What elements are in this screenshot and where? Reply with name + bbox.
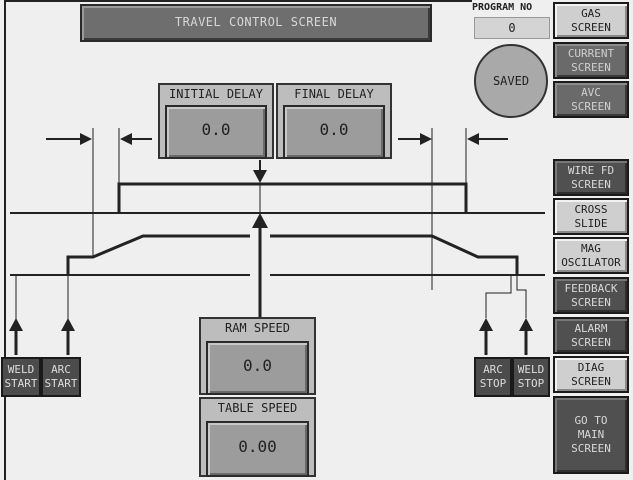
go-to-main-screen-button[interactable]: GO TO MAIN SCREEN <box>553 396 629 474</box>
ram-speed-label: RAM SPEED <box>224 321 291 335</box>
final-delay-value[interactable]: 0.0 <box>283 105 385 159</box>
screen-title-bar: TRAVEL CONTROL SCREEN <box>80 4 432 42</box>
table-speed-label: TABLE SPEED <box>217 401 298 415</box>
ram-speed-value[interactable]: 0.0 <box>206 341 309 395</box>
feedback-screen-button[interactable]: FEEDBACK SCREEN <box>553 277 629 314</box>
weld-start-button[interactable]: WELD START <box>1 357 41 397</box>
gas-screen-button[interactable]: GAS SCREEN <box>553 2 629 39</box>
ram-speed-panel: RAM SPEED 0.0 <box>199 317 316 395</box>
wire-fd-screen-button[interactable]: WIRE FD SCREEN <box>553 159 629 196</box>
weld-stop-button[interactable]: WELD STOP <box>512 357 550 397</box>
program-number-label: PROGRAM NO <box>472 2 533 13</box>
arc-stop-button[interactable]: ARC STOP <box>474 357 512 397</box>
screen-title: TRAVEL CONTROL SCREEN <box>174 15 338 29</box>
initial-delay-value[interactable]: 0.0 <box>165 105 267 159</box>
arc-start-button[interactable]: ARC START <box>41 357 81 397</box>
final-delay-panel: FINAL DELAY 0.0 <box>276 83 392 159</box>
table-speed-panel: TABLE SPEED 0.00 <box>199 397 316 477</box>
current-screen-button[interactable]: CURRENT SCREEN <box>553 42 629 79</box>
initial-delay-label: INITIAL DELAY <box>169 87 263 101</box>
alarm-screen-button[interactable]: ALARM SCREEN <box>553 317 629 354</box>
avc-screen-button[interactable]: AVC SCREEN <box>553 81 629 118</box>
table-speed-value[interactable]: 0.00 <box>206 421 309 477</box>
program-number-value[interactable]: 0 <box>474 17 550 39</box>
diag-screen-button[interactable]: DIAG SCREEN <box>553 356 629 393</box>
initial-delay-panel: INITIAL DELAY 0.0 <box>158 83 274 159</box>
final-delay-label: FINAL DELAY <box>294 87 374 101</box>
saved-indicator: SAVED <box>474 44 548 118</box>
mag-oscilator-button[interactable]: MAG OSCILATOR <box>553 237 629 274</box>
cross-slide-button[interactable]: CROSS SLIDE <box>553 198 629 235</box>
